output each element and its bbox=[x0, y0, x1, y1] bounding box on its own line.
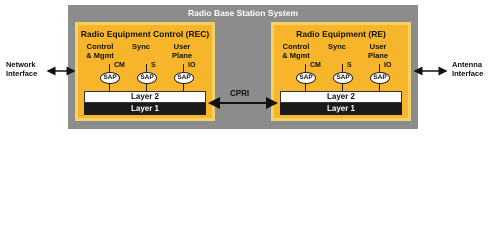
re-s-stem bbox=[342, 64, 343, 72]
rec-layer1: Layer 1 bbox=[84, 103, 206, 115]
radio-base-station-system: Radio Base Station System Radio Equipmen… bbox=[68, 5, 418, 129]
rec-cm-stem bbox=[109, 64, 110, 72]
re-io-down bbox=[379, 84, 380, 91]
rec-title: Radio Equipment Control (REC) bbox=[80, 29, 210, 39]
rec-io-sap: SAP bbox=[174, 72, 194, 84]
re-cm-stem bbox=[305, 64, 306, 72]
rec-layer2: Layer 2 bbox=[84, 91, 206, 103]
antenna-interface-label: Antenna Interface bbox=[452, 60, 484, 78]
re-control-mgmt-label: Control & Mgmt bbox=[282, 42, 310, 60]
re-title: Radio Equipment (RE) bbox=[296, 29, 386, 39]
rec-s-tag: S bbox=[151, 62, 156, 69]
rec-user-plane-label: User Plane bbox=[171, 42, 192, 60]
rec-control-mgmt-label: Control & Mgmt bbox=[86, 42, 114, 60]
rec-unit: Radio Equipment Control (REC) Control & … bbox=[75, 22, 215, 121]
rec-io-tag: IO bbox=[188, 62, 196, 69]
rec-s-sap: SAP bbox=[137, 72, 157, 84]
re-s-sap: SAP bbox=[333, 72, 353, 84]
rec-cm-down bbox=[109, 84, 110, 91]
system-title: Radio Base Station System bbox=[187, 8, 299, 18]
re-cm-tag: CM bbox=[310, 62, 321, 69]
rec-s-stem bbox=[146, 64, 147, 72]
re-cm-sap: SAP bbox=[296, 72, 316, 84]
re-unit: Radio Equipment (RE) Control & Mgmt Sync… bbox=[271, 22, 411, 121]
cpri-label: CPRI bbox=[230, 89, 250, 98]
rec-cm-sap: SAP bbox=[100, 72, 120, 84]
re-io-sap: SAP bbox=[370, 72, 390, 84]
re-layer2: Layer 2 bbox=[280, 91, 402, 103]
re-io-stem bbox=[379, 64, 380, 72]
re-cm-down bbox=[305, 84, 306, 91]
re-io-tag: IO bbox=[384, 62, 392, 69]
rec-io-down bbox=[183, 84, 184, 91]
rec-s-down bbox=[146, 84, 147, 91]
rec-cm-tag: CM bbox=[114, 62, 125, 69]
re-sync-label: Sync bbox=[328, 42, 346, 51]
re-s-tag: S bbox=[347, 62, 352, 69]
rec-io-stem bbox=[183, 64, 184, 72]
rec-sync-label: Sync bbox=[132, 42, 150, 51]
re-layer1: Layer 1 bbox=[280, 103, 402, 115]
network-interface-label: Network Interface bbox=[6, 60, 38, 78]
re-s-down bbox=[342, 84, 343, 91]
re-user-plane-label: User Plane bbox=[367, 42, 388, 60]
